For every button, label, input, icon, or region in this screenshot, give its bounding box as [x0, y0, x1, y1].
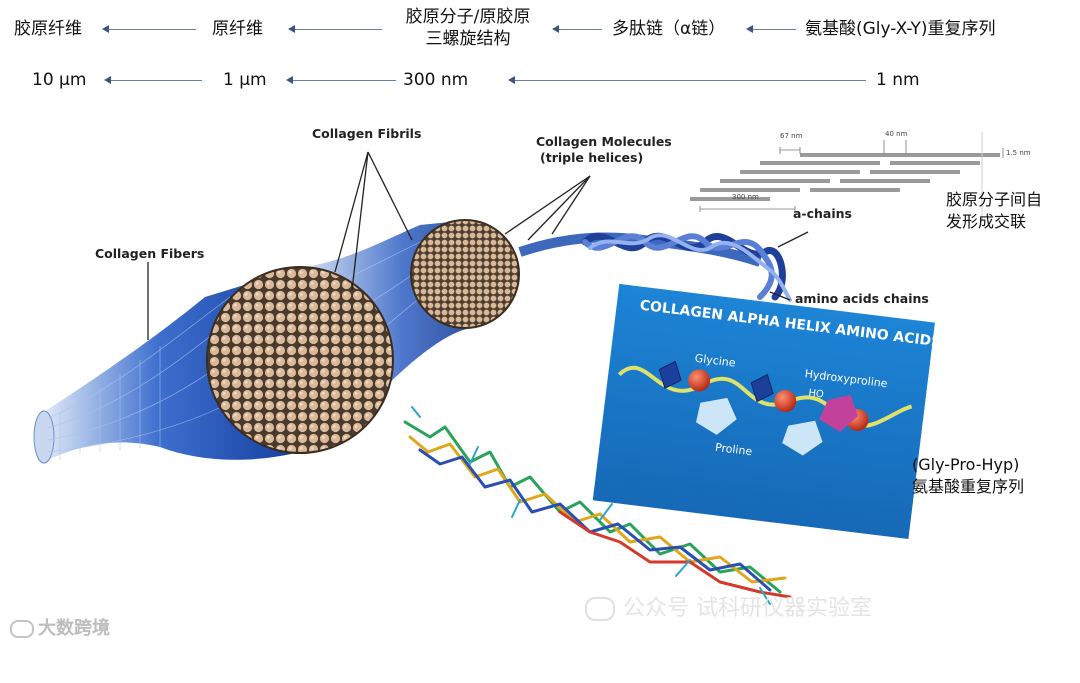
- arrow-scale-2: [286, 76, 396, 84]
- scale-header: 胶原纤维 原纤维 胶原分子/原胶原 三螺旋结构 多肽链（α链） 氨基酸(Gly-…: [0, 0, 1080, 100]
- scale-10um: 10 μm: [32, 70, 87, 90]
- pointer-lines: [147, 151, 809, 340]
- level-triple-helix: 胶原分子/原胶原 三螺旋结构: [405, 7, 531, 49]
- triple-helix: [581, 232, 792, 302]
- label-a-chains: a-chains: [793, 206, 852, 221]
- label-collagen-fibers: Collagen Fibers: [95, 246, 205, 261]
- gph-label-line-2: 氨基酸重复序列: [912, 477, 1025, 496]
- watermark-left: 大数跨境: [10, 614, 110, 640]
- hierarchy-illustration: [33, 132, 1004, 605]
- hydroxyproline-pentagon: [819, 394, 859, 432]
- watermark-logo-icon: [10, 620, 34, 638]
- amino-acid-panel: [592, 283, 935, 540]
- molecule-tube: [518, 232, 762, 267]
- dimension-lines: [699, 140, 1004, 212]
- label-collagen-fibrils: Collagen Fibrils: [312, 126, 422, 141]
- fiber-end: [33, 410, 55, 464]
- fiber-cross-section: [208, 268, 392, 452]
- label-triple-helices: (triple helices): [540, 150, 644, 165]
- label-glycine: Glycine: [694, 351, 737, 370]
- crosslink-note-line-2: 发形成交联: [946, 212, 1027, 231]
- side-group-1: [658, 360, 682, 389]
- glycine-ball-1: [688, 369, 711, 392]
- proline-pentagon-1: [696, 397, 737, 435]
- label-amino-acids-chains: amino acids chains: [795, 291, 929, 306]
- gph-label-line-1: (Gly-Pro-Hyp): [912, 455, 1020, 474]
- inset-label-15: 1.5 nm: [1006, 149, 1031, 157]
- level-fibril: 原纤维: [212, 19, 263, 39]
- label-ho: HO: [807, 387, 825, 401]
- molecular-model: [403, 406, 792, 605]
- wechat-icon: [585, 597, 615, 621]
- level-alpha-chain: 多肽链（α链）: [612, 19, 726, 39]
- proline-pentagon-2: [782, 420, 823, 456]
- staggered-array-inset: [690, 132, 1004, 222]
- scale-1nm: 1 nm: [876, 70, 920, 90]
- scale-300nm: 300 nm: [403, 70, 469, 90]
- level-collagen-fiber: 胶原纤维: [14, 19, 82, 39]
- fibril-cross-section: [412, 221, 518, 327]
- crosslink-note-line-1: 胶原分子间自: [946, 190, 1043, 209]
- label-collagen-molecules: Collagen Molecules: [536, 134, 672, 149]
- arrow-scale-1: [104, 76, 202, 84]
- panel-background: [592, 283, 935, 540]
- arrow-level-3: [552, 25, 602, 33]
- arrow-level-2: [288, 25, 382, 33]
- scale-1um: 1 μm: [223, 70, 267, 90]
- label-hydroxyproline: Hydroxyproline: [803, 367, 889, 391]
- panel-title: COLLAGEN ALPHA HELIX AMINO ACIDS: [638, 297, 943, 351]
- level-amino-acids: 氨基酸(Gly-X-Y)重复序列: [805, 19, 996, 39]
- inset-label-67: 67 nm: [780, 132, 803, 140]
- side-group-2: [750, 373, 774, 403]
- arrow-scale-3: [508, 76, 866, 84]
- arrow-level-1: [102, 25, 196, 33]
- staggered-molecules: [690, 153, 1000, 201]
- glycine-ball-2: [774, 390, 797, 413]
- collagen-hierarchy-diagram: Collagen Fibers Collagen Fibrils Collage…: [0, 92, 1080, 646]
- inset-label-40: 40 nm: [885, 130, 908, 138]
- label-proline: Proline: [714, 440, 753, 459]
- arrow-level-4: [746, 25, 796, 33]
- inset-label-300: 300 nm: [732, 193, 759, 201]
- watermark-right: 公众号 试科研仪器实验室: [585, 590, 872, 622]
